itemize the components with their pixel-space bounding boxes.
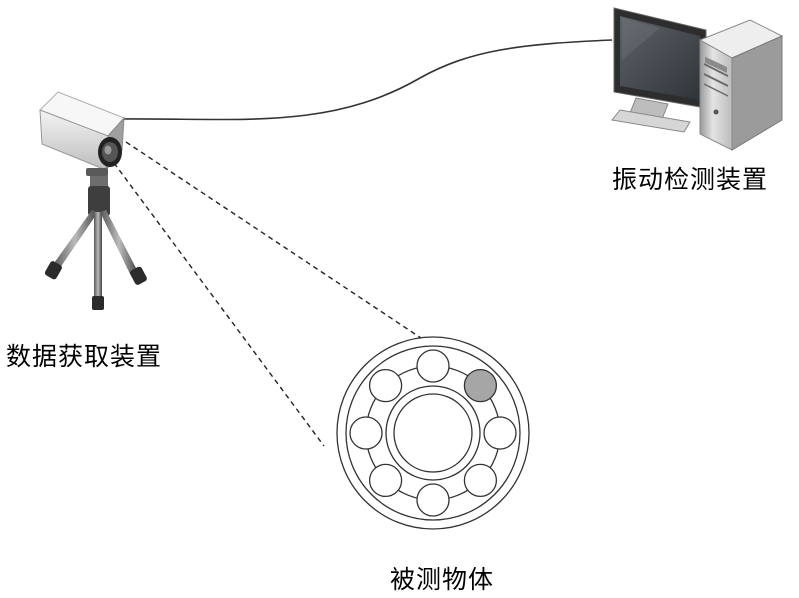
tripod-icon: [44, 174, 148, 310]
bearing-ball: [417, 350, 449, 382]
inner-race-outer: [386, 386, 480, 480]
bearing-ball: [370, 370, 402, 402]
bearing-ball: [370, 464, 402, 496]
connection-cable: [123, 40, 612, 120]
vibration-detection-device-label: 振动检测装置: [612, 160, 768, 196]
desktop-computer-icon: [612, 8, 782, 150]
data-acquisition-device-label: 数据获取装置: [6, 337, 162, 373]
camera-icon: [40, 92, 124, 176]
bearing-balls: [350, 350, 516, 516]
bearing-ball: [417, 484, 449, 516]
bearing-ball: [350, 417, 382, 449]
ball-bearing-icon: [337, 337, 529, 529]
defective-ball: [464, 370, 496, 402]
bearing-ball: [484, 417, 516, 449]
measured-object-label: 被测物体: [390, 560, 494, 596]
inner-race-inner: [394, 394, 472, 472]
bearing-ball: [464, 464, 496, 496]
